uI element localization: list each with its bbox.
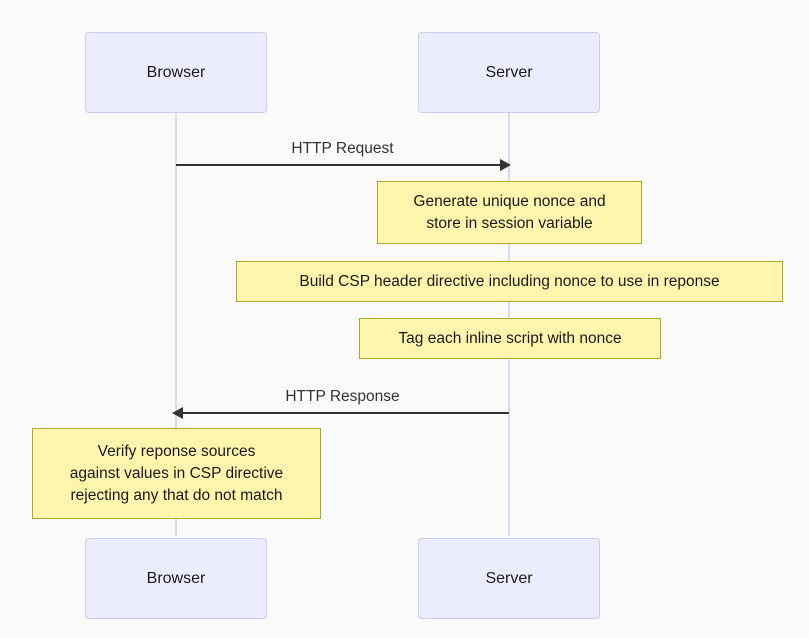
- message-http-response-arrowhead-icon: [172, 407, 183, 419]
- note-tag-inline-script: Tag each inline script with nonce: [359, 318, 661, 359]
- note-build-csp-header-text: Build CSP header directive including non…: [299, 272, 720, 290]
- actor-server-top[interactable]: Server: [418, 32, 600, 113]
- note-verify-response: Verify reponse sources against values in…: [32, 428, 321, 519]
- lifeline-browser: [175, 113, 177, 536]
- actor-browser-top[interactable]: Browser: [85, 32, 267, 113]
- message-http-response-line: [183, 412, 509, 414]
- actor-server-top-label: Server: [485, 63, 533, 81]
- note-generate-nonce: Generate unique nonce and store in sessi…: [377, 181, 642, 244]
- actor-server-bottom[interactable]: Server: [418, 538, 600, 619]
- actor-browser-bottom[interactable]: Browser: [85, 538, 267, 619]
- note-build-csp-header: Build CSP header directive including non…: [236, 261, 783, 302]
- message-http-request-label: HTTP Request: [291, 140, 394, 157]
- actor-server-bottom-label: Server: [485, 569, 533, 587]
- message-http-request-arrowhead-icon: [500, 159, 511, 171]
- message-http-response-label: HTTP Response: [285, 388, 400, 405]
- note-tag-inline-script-text: Tag each inline script with nonce: [398, 329, 622, 347]
- message-http-request-line: [176, 164, 502, 166]
- actor-browser-bottom-label: Browser: [146, 569, 206, 587]
- note-generate-nonce-text: Generate unique nonce and store in sessi…: [413, 192, 606, 232]
- note-verify-response-text: Verify reponse sources against values in…: [69, 442, 284, 504]
- actor-browser-top-label: Browser: [146, 63, 206, 81]
